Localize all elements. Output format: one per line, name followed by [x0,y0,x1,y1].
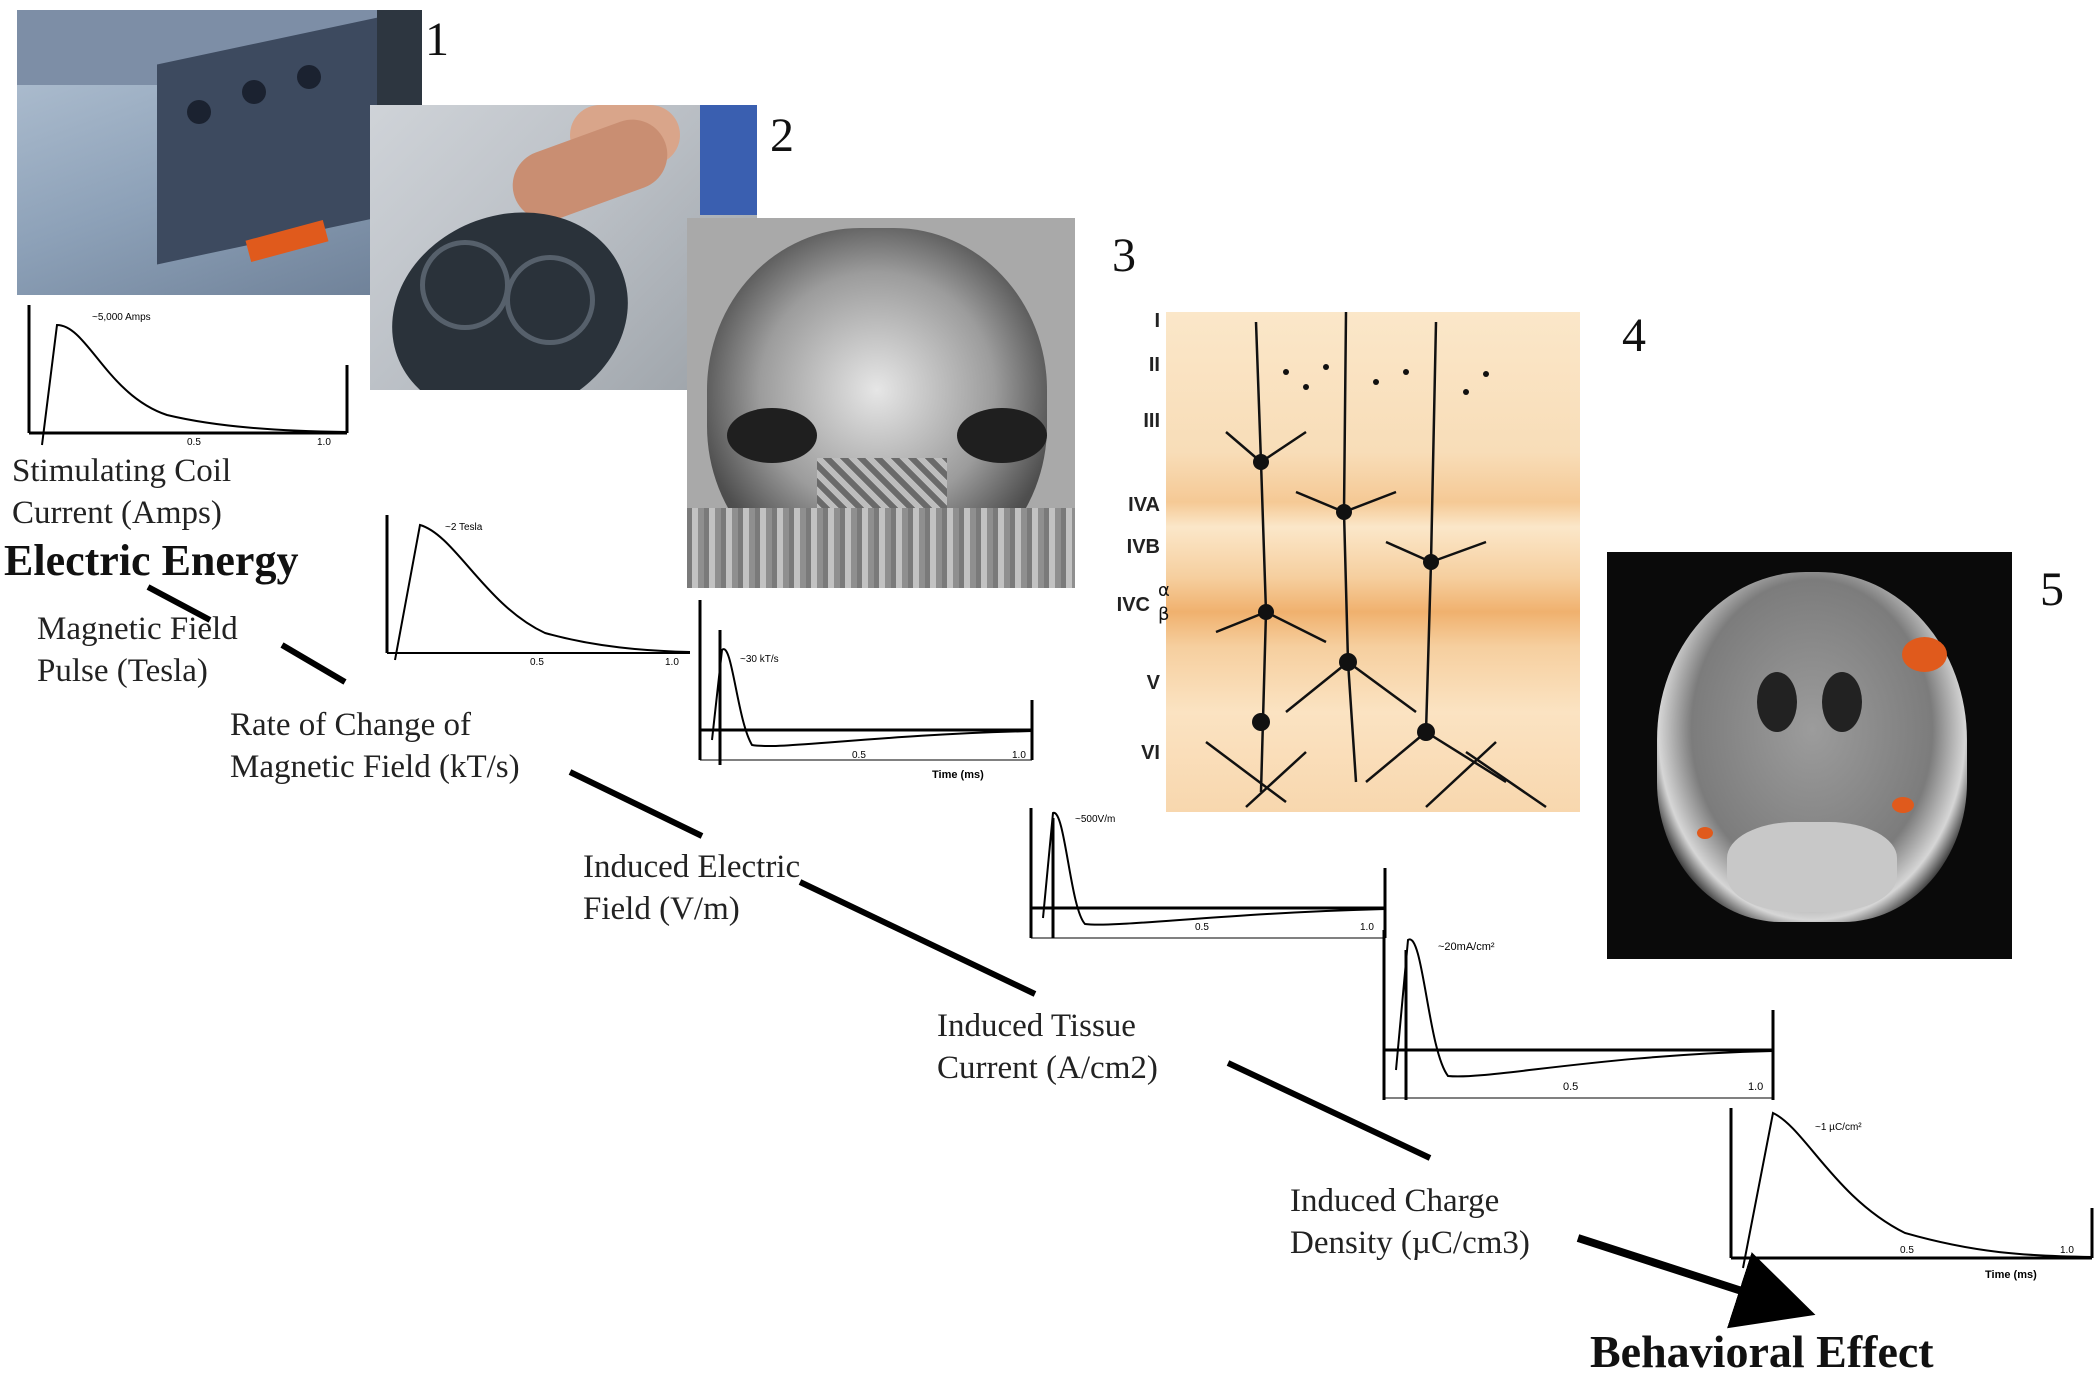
waveform-coil-current: ~5,000 Amps 0.5 1.0 [17,305,352,445]
layer-label-ivb: IVB [1100,536,1160,559]
tick-end-magnetic: 1.0 [665,657,679,668]
cortex-layers-figure: I II III IVA IVB IVC α β V VI [1100,312,1580,812]
label-tissue-current: Induced Tissue Current (A/cm2) [937,1005,1158,1089]
label-tissue-current-line1: Induced Tissue [937,1005,1158,1047]
layer-label-vi: VI [1100,742,1160,765]
layer-label-alpha: α [1158,580,1170,601]
tick-end-coil: 1.0 [317,437,331,448]
layer-label-iii: III [1100,410,1160,433]
waveform-tissue-current: ~20mA/cm² 0.5 1.0 [1378,930,1783,1105]
peak-label-charge: ~1 µC/cm² [1815,1122,1862,1133]
layer-label-v: V [1100,672,1160,695]
tick-mid-tissue: 0.5 [1563,1081,1578,1093]
layer-label-ivc: IVC [1100,594,1150,617]
label-magnetic-field-line2: Pulse (Tesla) [37,650,238,692]
peak-label-tissue: ~20mA/cm² [1438,941,1495,953]
label-rate-of-change-line2: Magnetic Field (kT/s) [230,746,520,788]
label-magnetic-field-line1: Magnetic Field [37,608,238,650]
waveform-rate-of-change: ~30 kT/s 0.5 1.0 Time (ms) [692,600,1037,780]
neuron-drawing [1166,312,1580,812]
label-coil-current: Stimulating Coil Current (Amps) [12,450,231,534]
tick-end-tissue: 1.0 [1748,1081,1763,1093]
step-number-2: 2 [770,108,794,163]
step-number-4: 4 [1622,308,1646,363]
headline-behavioral-effect: Behavioral Effect [1590,1325,1934,1378]
layer-label-ii: II [1100,354,1160,377]
time-axis-label-rate: Time (ms) [932,769,984,781]
tick-end-rate: 1.0 [1012,750,1026,761]
step-number-1: 1 [425,12,449,67]
label-coil-current-line1: Stimulating Coil [12,450,231,492]
tick-end-charge: 1.0 [2060,1245,2074,1256]
tick-mid-rate: 0.5 [852,750,866,761]
label-electric-field-line1: Induced Electric [583,846,800,888]
peak-label-coil: ~5,000 Amps [92,312,151,323]
peak-label-rate: ~30 kT/s [740,654,779,665]
peak-label-electric: ~500V/m [1075,814,1115,825]
label-magnetic-field: Magnetic Field Pulse (Tesla) [37,608,238,692]
label-tissue-current-line2: Current (A/cm2) [937,1047,1158,1089]
label-charge-density: Induced Charge Density (µC/cm3) [1290,1180,1530,1264]
tick-mid-charge: 0.5 [1900,1245,1914,1256]
headline-electric-energy: Electric Energy [4,535,298,586]
layer-label-beta: β [1158,604,1170,625]
stimulator-device-photo [17,10,422,295]
field-map-image [687,218,1075,588]
label-electric-field: Induced Electric Field (V/m) [583,846,800,930]
label-rate-of-change-line1: Rate of Change of [230,704,520,746]
label-rate-of-change: Rate of Change of Magnetic Field (kT/s) [230,704,520,788]
tick-end-electric: 1.0 [1360,922,1374,933]
brain-mri-image [1607,552,2012,959]
tick-mid-coil: 0.5 [187,437,201,448]
label-coil-current-line2: Current (Amps) [12,492,231,534]
layer-label-i: I [1100,310,1160,333]
tick-mid-electric: 0.5 [1195,922,1209,933]
label-electric-field-line2: Field (V/m) [583,888,800,930]
peak-label-magnetic: ~2 Tesla [445,522,483,533]
label-charge-density-line2: Density (µC/cm3) [1290,1222,1530,1264]
waveform-charge-density: ~1 µC/cm² 0.5 1.0 Time (ms) [1725,1108,2097,1288]
waveform-electric-field: ~500V/m 0.5 1.0 [1025,808,1390,943]
step-number-3: 3 [1112,228,1136,283]
tick-mid-magnetic: 0.5 [530,657,544,668]
waveform-magnetic-field: ~2 Tesla 0.5 1.0 [375,515,690,665]
layer-label-iva: IVA [1100,494,1160,517]
step-number-5: 5 [2040,562,2064,617]
label-charge-density-line1: Induced Charge [1290,1180,1530,1222]
time-axis-label-charge: Time (ms) [1985,1269,2037,1281]
